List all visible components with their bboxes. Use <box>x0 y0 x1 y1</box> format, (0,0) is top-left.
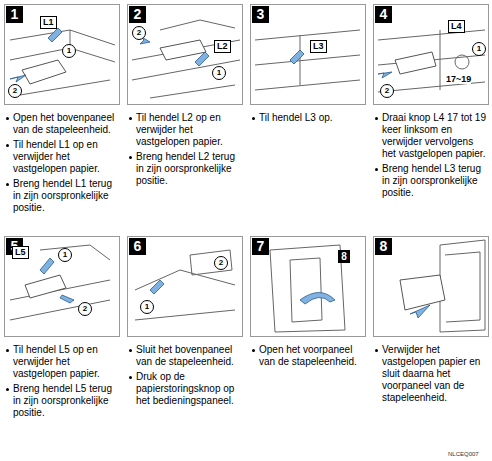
step-number: 3 <box>257 6 265 22</box>
lever-label: L2 <box>214 40 231 53</box>
step-number-box: 1 <box>6 6 23 23</box>
instruction-text: Open het bovenpaneel van de stapeleenhei… <box>13 112 119 136</box>
callout-number: 1 <box>212 66 226 80</box>
callout-number: 2 <box>380 84 394 98</box>
bullet-dot <box>252 117 255 120</box>
bullet-dot <box>375 349 378 352</box>
bullet-dot <box>252 349 255 352</box>
instruction-text: Verwijder het vastgelopen papier en slui… <box>382 344 488 404</box>
instruction-text: Open het voorpaneel van de stapeleenheid… <box>259 344 365 368</box>
step-number: 7 <box>257 238 265 254</box>
step-number-box: 3 <box>252 6 269 23</box>
step-number: 6 <box>134 238 142 254</box>
step-number: 4 <box>380 6 388 22</box>
bullet-dot <box>6 183 9 186</box>
instruction-text: Til hendel L5 op en verwijder het vastge… <box>13 344 119 380</box>
step-number-box: 2 <box>129 6 146 23</box>
bullet-dot <box>6 388 9 391</box>
bullet-dot <box>375 117 378 120</box>
instruction-text: Breng hendel L1 terug in zijn oorspronke… <box>13 178 119 214</box>
callout-number: 2 <box>78 302 92 316</box>
figure-code: NLCEQ007 <box>448 451 479 458</box>
step-number: 2 <box>134 6 142 22</box>
callout-number: 1 <box>62 44 76 58</box>
step-number-box: 8 <box>375 238 392 255</box>
instruction-text: Breng hendel L5 terug in zijn oorspronke… <box>13 383 119 419</box>
instruction-text: Sluit het bovenpaneel van de stapeleenhe… <box>136 344 242 368</box>
instruction-text: Draai knop L4 17 tot 19 keer linksom en … <box>382 112 488 160</box>
callout-number: 1 <box>472 42 486 56</box>
callout-number: 1 <box>140 300 154 314</box>
bullet-dot <box>6 117 9 120</box>
step-number: 8 <box>380 238 388 254</box>
bullet-dot <box>129 349 132 352</box>
lever-label: L4 <box>448 20 465 33</box>
bullet-dot <box>375 168 378 171</box>
step-number-box: 6 <box>129 238 146 255</box>
instruction-text: Breng hendel L3 terug in zijn oorspronke… <box>382 163 488 199</box>
bullet-dot <box>129 156 132 159</box>
instruction-text: Til hendel L3 op. <box>259 112 365 124</box>
lever-label: L5 <box>12 246 29 259</box>
bullet-dot <box>129 117 132 120</box>
bullet-dot <box>129 376 132 379</box>
instruction-text: Breng hendel L2 terug in zijn oorspronke… <box>136 151 242 187</box>
instruction-text: Druk op de papierstoringsknop op het bed… <box>136 371 242 407</box>
callout-number: 2 <box>132 26 146 40</box>
bullet-dot <box>6 349 9 352</box>
callout-number: 1 <box>58 248 72 262</box>
callout-number: 17~19 <box>446 74 471 84</box>
callout-number: 2 <box>8 84 22 98</box>
step-number-box: 7 <box>252 238 269 255</box>
step-number-box: 4 <box>375 6 392 23</box>
lever-label: L1 <box>40 16 57 29</box>
bullet-dot <box>6 144 9 147</box>
step-number: 1 <box>11 6 19 22</box>
callout-number: 8 <box>338 250 350 263</box>
callout-number: 2 <box>214 256 228 270</box>
lever-label: L3 <box>310 40 327 53</box>
instruction-text: Til hendel L2 op en verwijder het vastge… <box>136 112 242 148</box>
instruction-text: Til hendel L1 op en verwijder het vastge… <box>13 139 119 175</box>
